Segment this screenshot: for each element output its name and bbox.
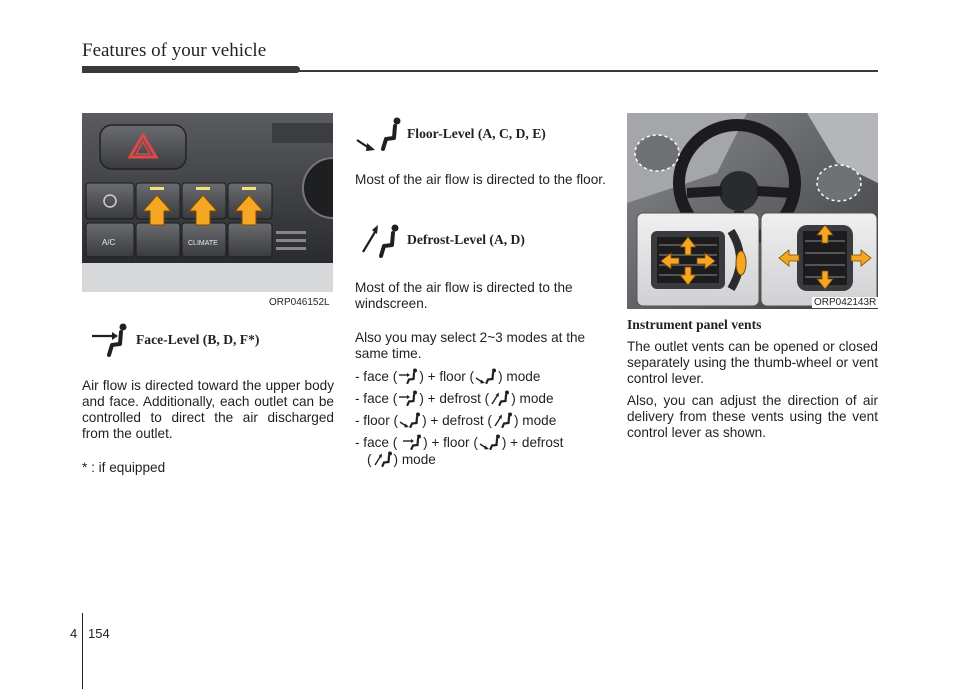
ac-button-label: A/C <box>102 238 116 247</box>
face-mode-icon <box>399 390 418 406</box>
defrost-level-body: Most of the air flow is directed to the … <box>355 280 573 311</box>
floor-mode-icon <box>475 368 497 384</box>
instrument-vents-heading: Instrument panel vents <box>627 317 762 332</box>
defrost-mode-icon <box>373 451 392 467</box>
floor-mode-icon <box>356 117 401 151</box>
combo-text: ) + floor ( <box>423 435 478 450</box>
figure-caption-left: ORP046152L <box>269 297 330 308</box>
combo-text: ) mode <box>393 452 436 467</box>
instrument-vents-section: Instrument panel vents The outlet vents … <box>627 317 878 441</box>
combo-text: - face ( <box>355 435 398 450</box>
combo-text: - face ( <box>355 369 398 384</box>
floor-level-body: Most of the air flow is directed to the … <box>355 172 606 187</box>
combo-text: ) + defrost ( <box>422 413 492 428</box>
floor-mode-icon <box>479 434 500 450</box>
face-level-heading: Face-Level (B, D, F*) <box>136 332 260 347</box>
defrost-mode-icon <box>362 224 399 258</box>
mode-combo-floor-defrost: - floor ( ) + defrost ( ) mode <box>355 412 606 429</box>
combo-text: ) mode <box>513 413 557 428</box>
instrument-vents-p1: The outlet vents can be opened or closed… <box>627 339 878 386</box>
combo-text: ) + defrost ( <box>419 391 490 406</box>
footnote-if-equipped: * : if equipped <box>82 460 166 475</box>
mode-combo-face-floor-defrost: - face ( ) + floor ( ) + defrost ( ) mode <box>355 434 606 468</box>
face-level-section: Face-Level (B, D, F*) Air flow is direct… <box>82 322 334 476</box>
climate-button-label: CLIMATE <box>188 240 218 247</box>
combo-text: ) + defrost <box>501 435 564 450</box>
mode-combo-face-defrost: - face ( ) + defrost ( ) mode <box>355 390 606 407</box>
mode-combo-face-floor: - face ( ) + floor ( ) mode <box>355 368 606 385</box>
combo-text: ) mode <box>498 369 541 384</box>
header-rule <box>82 70 878 72</box>
modes-intro: Also you may select 2~3 modes at the sam… <box>355 330 586 361</box>
page-number: 154 <box>88 626 110 641</box>
instrument-vents-p2: Also, you can adjust the direction of ai… <box>627 393 878 440</box>
defrost-level-heading-row: Defrost-Level (A, D) <box>355 220 606 260</box>
climate-panel-photo: A/C CLIMATE <box>82 113 333 292</box>
combo-text: ) mode <box>511 391 554 406</box>
climate-panel-illustration: A/C CLIMATE <box>82 113 333 292</box>
floor-level-heading-row: Floor-Level (A, C, D, E) <box>355 116 606 152</box>
middle-column: Floor-Level (A, C, D, E) Most of the air… <box>355 116 606 468</box>
combo-text: - floor ( <box>355 413 399 428</box>
figure-caption-right: ORP042143R <box>812 297 879 308</box>
combo-text: ( <box>367 452 372 467</box>
face-mode-icon <box>403 434 422 450</box>
defrost-mode-icon <box>491 390 510 406</box>
defrost-mode-icon <box>494 412 512 428</box>
floor-level-heading: Floor-Level (A, C, D, E) <box>407 126 546 141</box>
floor-mode-icon <box>399 412 421 428</box>
defrost-level-heading: Defrost-Level (A, D) <box>407 232 525 247</box>
face-level-body: Air flow is directed toward the upper bo… <box>82 378 334 441</box>
face-mode-icon <box>399 368 418 384</box>
combo-text: - face ( <box>355 391 398 406</box>
section-title: Features of your vehicle <box>82 40 267 61</box>
header-rule-accent <box>82 66 300 73</box>
chapter-number: 4 <box>70 626 78 641</box>
face-mode-icon <box>92 323 127 357</box>
combo-text: ) + floor ( <box>419 369 475 384</box>
instrument-panel-photo <box>627 113 878 309</box>
instrument-panel-illustration <box>627 113 878 309</box>
face-level-heading-row: Face-Level (B, D, F*) <box>90 322 334 358</box>
footer-divider <box>82 613 83 689</box>
